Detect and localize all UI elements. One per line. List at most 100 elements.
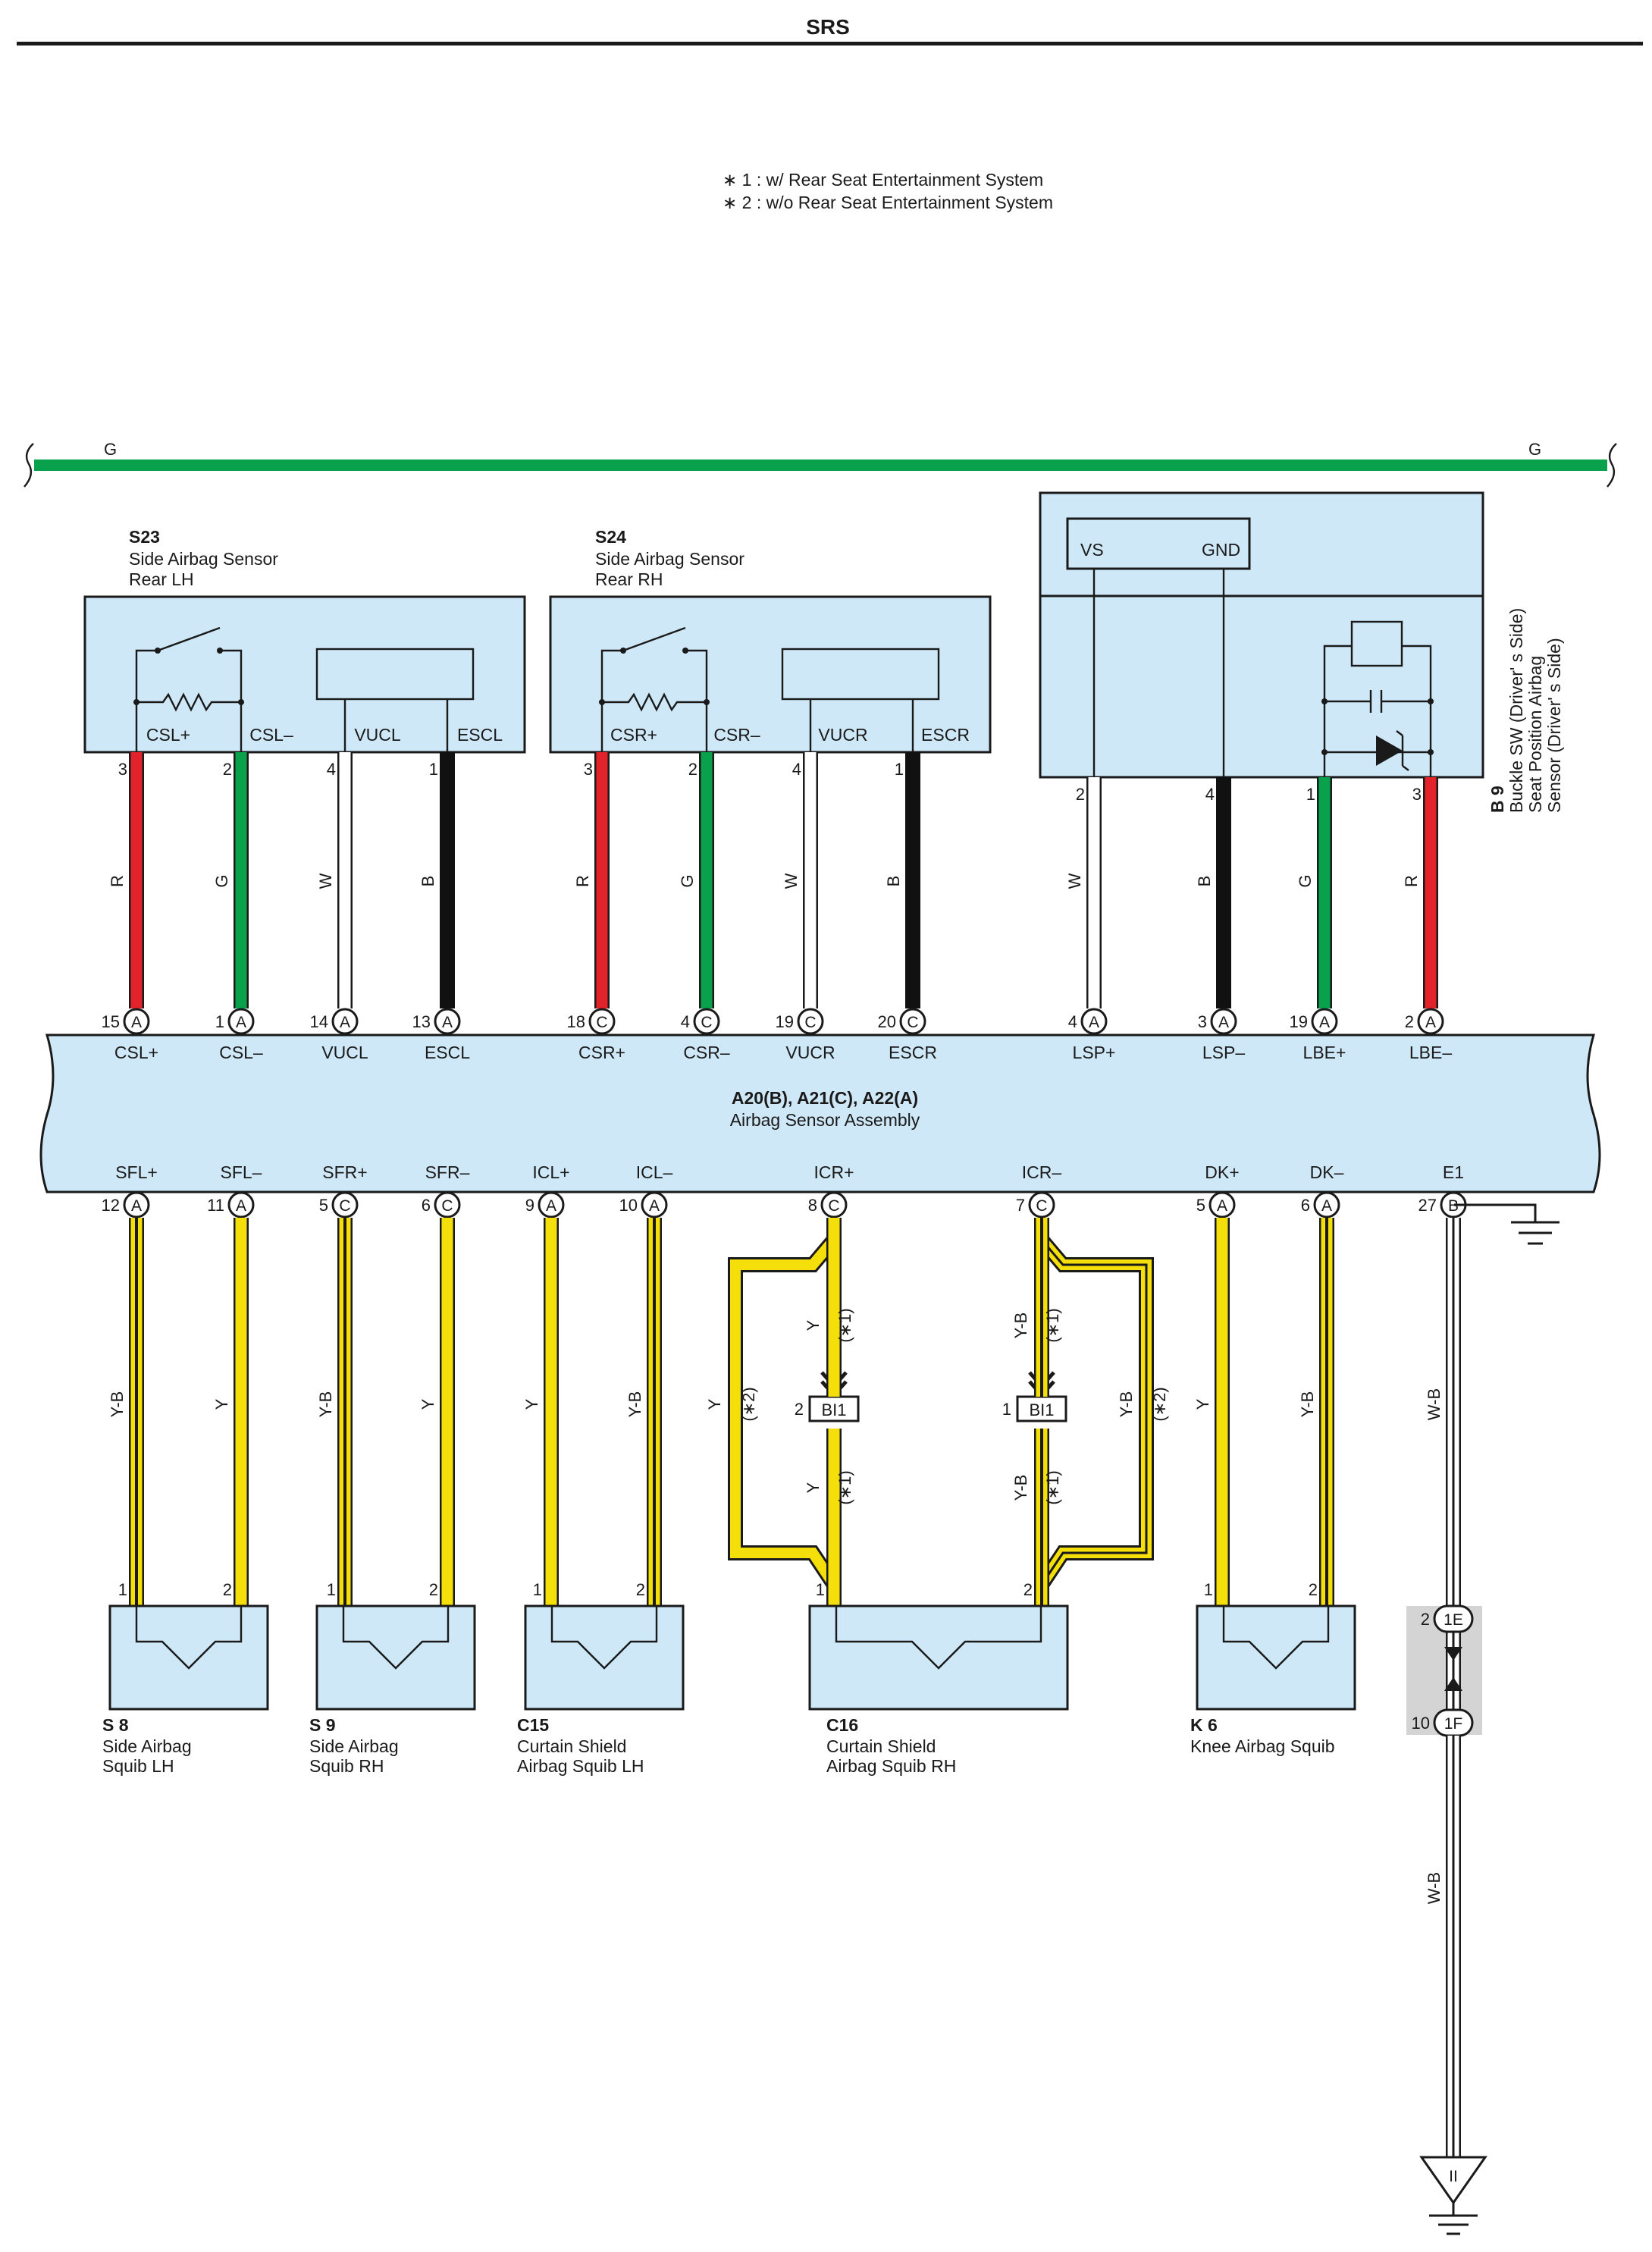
svg-text:II: II <box>1449 2168 1458 2185</box>
bypass-icr-minus <box>1035 1234 1154 1589</box>
svg-text:2: 2 <box>1421 1610 1430 1629</box>
assembly-terminal-label: CSR+ <box>578 1043 625 1062</box>
wire-color-label: Y-B <box>108 1391 127 1418</box>
connector-pin-a: A <box>538 1191 565 1219</box>
bypass-icr-plus <box>728 1234 841 1589</box>
assembly-pin-number: 6 <box>422 1196 431 1215</box>
wire-color-label: Y <box>522 1398 541 1410</box>
chassis-ground-icon <box>1454 1203 1560 1245</box>
wire-note-label: (∗2) <box>739 1387 758 1421</box>
junction-arrow-icon <box>1444 1647 1462 1661</box>
svg-text:A: A <box>236 1014 246 1031</box>
connector-pin-c: C <box>899 1008 926 1035</box>
bus-break-left <box>24 443 34 488</box>
assembly-pin-number: 8 <box>808 1196 817 1215</box>
connector-pin-a: A <box>227 1191 255 1219</box>
upper-harness: 3RA15CSL+2GA1CSL–4WA14VUCL1BA13ESCL3RC18… <box>102 752 1452 1062</box>
assembly-terminal-label: LSP– <box>1202 1043 1245 1062</box>
wire-color-label: G <box>1296 874 1315 887</box>
svg-text:A: A <box>546 1197 556 1215</box>
s23-name-2: Rear LH <box>129 569 194 589</box>
s23-code: S23 <box>129 527 160 547</box>
assembly-terminal-label: CSL+ <box>114 1043 158 1062</box>
note-line-1: ∗ 1 : w/ Rear Seat Entertainment System <box>723 170 1043 190</box>
s24-sensor-box <box>549 595 992 754</box>
svg-text:C: C <box>441 1197 453 1215</box>
wire-color-label: B <box>1195 876 1214 887</box>
svg-text:A: A <box>236 1197 246 1215</box>
s23-sensor-box <box>83 595 526 754</box>
junction-connector-1e: 1E 2 <box>1421 1604 1474 1633</box>
s8-line1: Side Airbag <box>102 1736 192 1756</box>
wire-color-label: R <box>1402 875 1421 887</box>
assembly-terminal-label: ICL– <box>636 1162 673 1182</box>
assembly-pin-number: 27 <box>1418 1196 1437 1215</box>
assembly-terminal-label: DK– <box>1310 1162 1344 1182</box>
c16-line2: Airbag Squib RH <box>826 1756 956 1776</box>
assembly-pin-number: 7 <box>1016 1196 1025 1215</box>
connector-pin-a: A <box>1208 1191 1236 1219</box>
squib-pin-number: 1 <box>1204 1580 1213 1599</box>
connector-pin-a: A <box>1210 1008 1237 1035</box>
s24-pin-escr: ESCR <box>921 725 970 745</box>
s23-pin-csl-plus: CSL+ <box>146 725 190 745</box>
svg-text:A: A <box>131 1197 142 1215</box>
squib-pin-number: 2 <box>223 1580 232 1599</box>
svg-text:1E: 1E <box>1444 1611 1463 1629</box>
s24-pin-csr-plus: CSR+ <box>610 725 657 745</box>
wire-color-label: Y <box>418 1398 437 1410</box>
s23-pin-vucl: VUCL <box>354 725 401 745</box>
squib-c16 <box>808 1604 1069 1711</box>
connector-pin-a: A <box>641 1191 668 1219</box>
connector-pin-a: A <box>123 1008 150 1035</box>
assembly-pin-number: 4 <box>681 1012 690 1031</box>
connector-pin-c: C <box>693 1008 720 1035</box>
wire-color-label: Y-B <box>1011 1313 1030 1339</box>
squib-pin-number: 2 <box>429 1580 438 1599</box>
svg-text:A: A <box>442 1014 453 1031</box>
svg-text:B: B <box>1448 1197 1459 1215</box>
bi1-pin-number: 1 <box>1002 1400 1011 1419</box>
squib-pin-number: 2 <box>1309 1580 1318 1599</box>
s8-line2: Squib LH <box>102 1756 174 1776</box>
assembly-pin-number: 2 <box>1405 1012 1414 1031</box>
squib-pin-number: 2 <box>636 1580 645 1599</box>
k6-code: K 6 <box>1190 1715 1218 1735</box>
svg-text:A: A <box>1319 1014 1330 1031</box>
assembly-pin-number: 20 <box>878 1012 896 1031</box>
b9-name-1: Buckle SW (Driver' s Side) <box>1506 608 1526 813</box>
assembly-terminal-label: SFR– <box>425 1162 470 1182</box>
squib-pin-number: 2 <box>1023 1580 1033 1599</box>
s23-pin-escl: ESCL <box>457 725 503 745</box>
airbag-sensor-assembly <box>39 1033 1601 1193</box>
s24-pin-csr-minus: CSR– <box>713 725 760 745</box>
s9-line2: Squib RH <box>309 1756 384 1776</box>
assembly-pin-number: 10 <box>619 1196 638 1215</box>
wire-color-label: G <box>678 874 697 887</box>
assembly-pin-number: 5 <box>1196 1196 1205 1215</box>
b9-name-2: Seat Position Airbag <box>1525 656 1545 813</box>
assembly-terminal-label: CSR– <box>683 1043 730 1062</box>
bus-label-right: G <box>1528 440 1541 459</box>
ground-symbol-icon: II <box>1419 2156 1487 2235</box>
top-pin-number: 3 <box>1412 785 1422 804</box>
connector-pin-c: C <box>588 1008 616 1035</box>
s23-pin-csl-minus: CSL– <box>249 725 293 745</box>
k6-line1: Knee Airbag Squib <box>1190 1736 1335 1756</box>
squib-pin-number: 1 <box>118 1580 127 1599</box>
squib-c15 <box>524 1604 685 1711</box>
wire-color-label: Y <box>1193 1398 1212 1410</box>
svg-text:C: C <box>339 1197 350 1215</box>
assembly-terminal-label: ESCL <box>425 1043 470 1062</box>
top-pin-number: 4 <box>327 760 336 779</box>
connector-pin-c: C <box>820 1191 848 1219</box>
assembly-pin-number: 11 <box>207 1196 224 1215</box>
wire-color-label: W-B <box>1425 1872 1444 1904</box>
top-pin-number: 1 <box>429 760 438 779</box>
connector-pin-c: C <box>797 1008 824 1035</box>
b9-name-3: Sensor (Driver' s Side) <box>1544 638 1564 813</box>
assembly-pin-number: 5 <box>319 1196 328 1215</box>
connector-pin-a: A <box>123 1191 150 1219</box>
